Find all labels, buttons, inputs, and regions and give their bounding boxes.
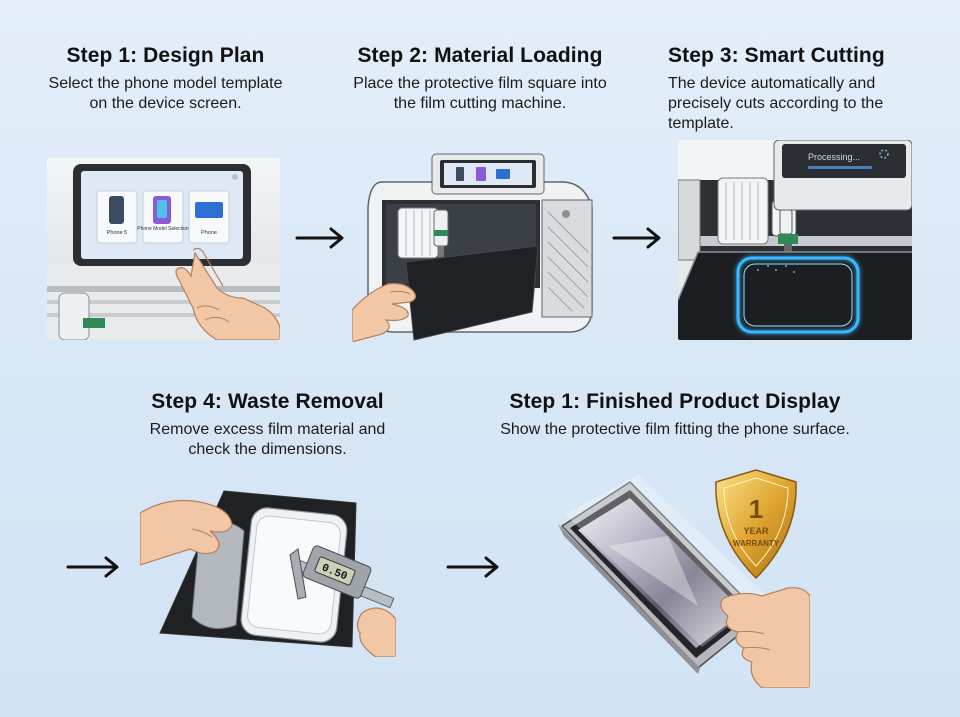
- step-4: Step 4: Waste Removal Remove excess film…: [130, 390, 405, 460]
- step-3: Step 3: Smart Cutting The device automat…: [668, 44, 924, 134]
- panel-finished-product: 1 YEAR WARRANTY: [548, 466, 810, 688]
- step-2: Step 2: Material Loading Place the prote…: [340, 44, 620, 114]
- panel-design-plan: Phone 5 Phone Model Selection Phone: [47, 158, 280, 340]
- step-5-title: Step 1: Finished Product Display: [509, 390, 841, 413]
- arrow-right-icon: [612, 226, 664, 250]
- phone-card-1: [96, 190, 138, 244]
- step-2-description: Place the protective film square into th…: [353, 75, 607, 112]
- hand-touching-phone-icon: [720, 587, 810, 688]
- panel-waste-removal: 0.50: [140, 485, 396, 657]
- screen-item-2: Phone Model Selection: [137, 226, 189, 232]
- panel-smart-cutting: Processing...: [678, 140, 912, 340]
- step-2-title: Step 2: Material Loading: [357, 44, 603, 67]
- step-1-title: Step 1: Design Plan: [66, 44, 265, 67]
- step-3-title: Step 3: Smart Cutting: [668, 44, 885, 67]
- arrow-right-icon: [66, 555, 122, 579]
- step-1-description: Select the phone model template on the d…: [48, 75, 283, 112]
- screen-item-1: Phone 5: [107, 230, 128, 236]
- arrow-right-icon: [446, 555, 502, 579]
- step-4-description: Remove excess film material and check th…: [149, 421, 386, 458]
- step-4-title: Step 4: Waste Removal: [151, 390, 384, 413]
- warranty-shield-icon: 1 YEAR WARRANTY: [715, 469, 797, 580]
- panel-material-loading: [352, 152, 604, 342]
- pointing-hand-icon: [175, 247, 280, 340]
- warranty-line-2: WARRANTY: [733, 539, 780, 548]
- arrow-right-icon: [295, 226, 347, 250]
- hand-holding-film-icon: [352, 283, 417, 342]
- step-1: Step 1: Design Plan Select the phone mod…: [38, 44, 293, 114]
- processing-status: Processing...: [808, 152, 860, 162]
- hand-holding-caliper-icon: [356, 607, 396, 657]
- hand-peeling-film-icon: [140, 499, 233, 566]
- digital-caliper-icon: 0.50: [289, 545, 395, 609]
- screen-item-3: Phone: [201, 230, 217, 236]
- warranty-number: 1: [749, 494, 763, 524]
- phone-card-2: [142, 190, 184, 244]
- smartphone-icon: [558, 481, 763, 674]
- step-3-description: The device automatically and precisely c…: [668, 75, 884, 132]
- step-5: Step 1: Finished Product Display Show th…: [495, 390, 855, 440]
- phone-card-3: [188, 190, 230, 244]
- step-5-description: Show the protective film fitting the pho…: [500, 421, 850, 438]
- warranty-line-1: YEAR: [743, 526, 769, 536]
